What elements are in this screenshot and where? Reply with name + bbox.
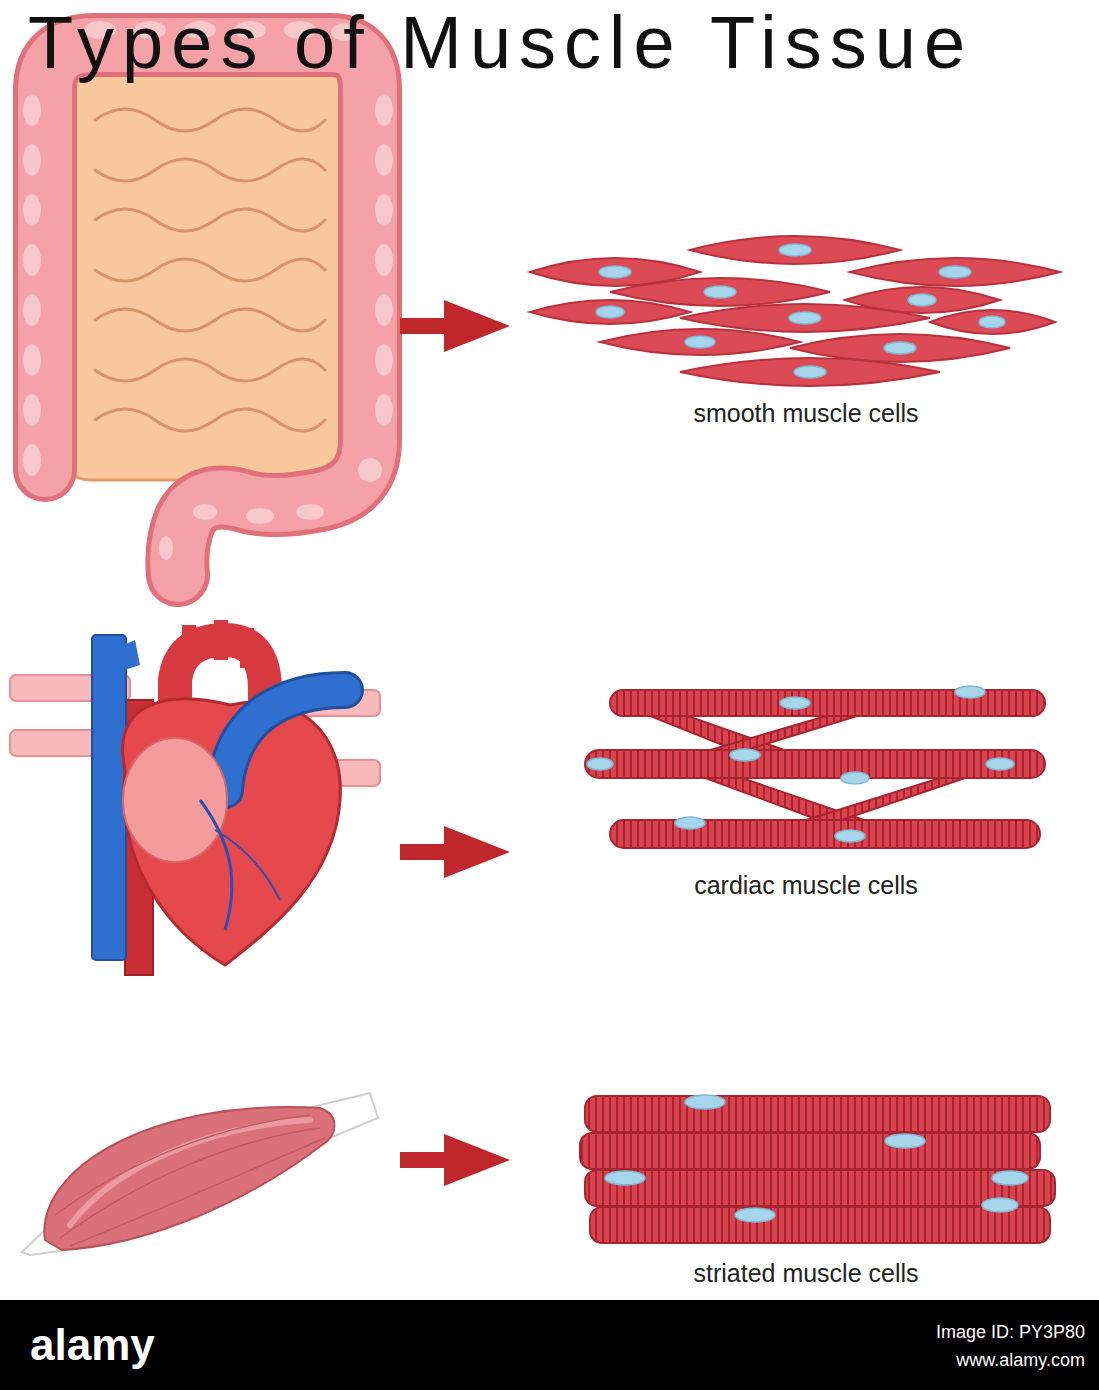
watermark-bar — [0, 1300, 1099, 1390]
skeletal-muscle-illustration — [22, 1093, 378, 1255]
arrow — [400, 300, 510, 1186]
tissue-label: smooth muscle cells — [693, 399, 918, 428]
heart-illustration — [10, 620, 380, 975]
title: Types of Muscle Tissue — [28, 0, 973, 85]
nucleus — [596, 244, 1005, 378]
striated-muscle-cells — [580, 1096, 1055, 1243]
watermark-text: www.alamy.com — [956, 1350, 1085, 1371]
cardiac-muscle-cells — [585, 690, 1045, 848]
tissue-label: striated muscle cells — [693, 1259, 918, 1288]
smooth-muscle-cells — [530, 236, 1060, 386]
nucleus — [587, 686, 1014, 842]
nucleus — [605, 1095, 1028, 1222]
watermark-logo: alamy — [30, 1320, 155, 1371]
tissue-label: cardiac muscle cells — [694, 871, 918, 900]
watermark-text: Image ID: PY3P80 — [936, 1322, 1085, 1343]
intestine-illustration — [23, 21, 393, 575]
